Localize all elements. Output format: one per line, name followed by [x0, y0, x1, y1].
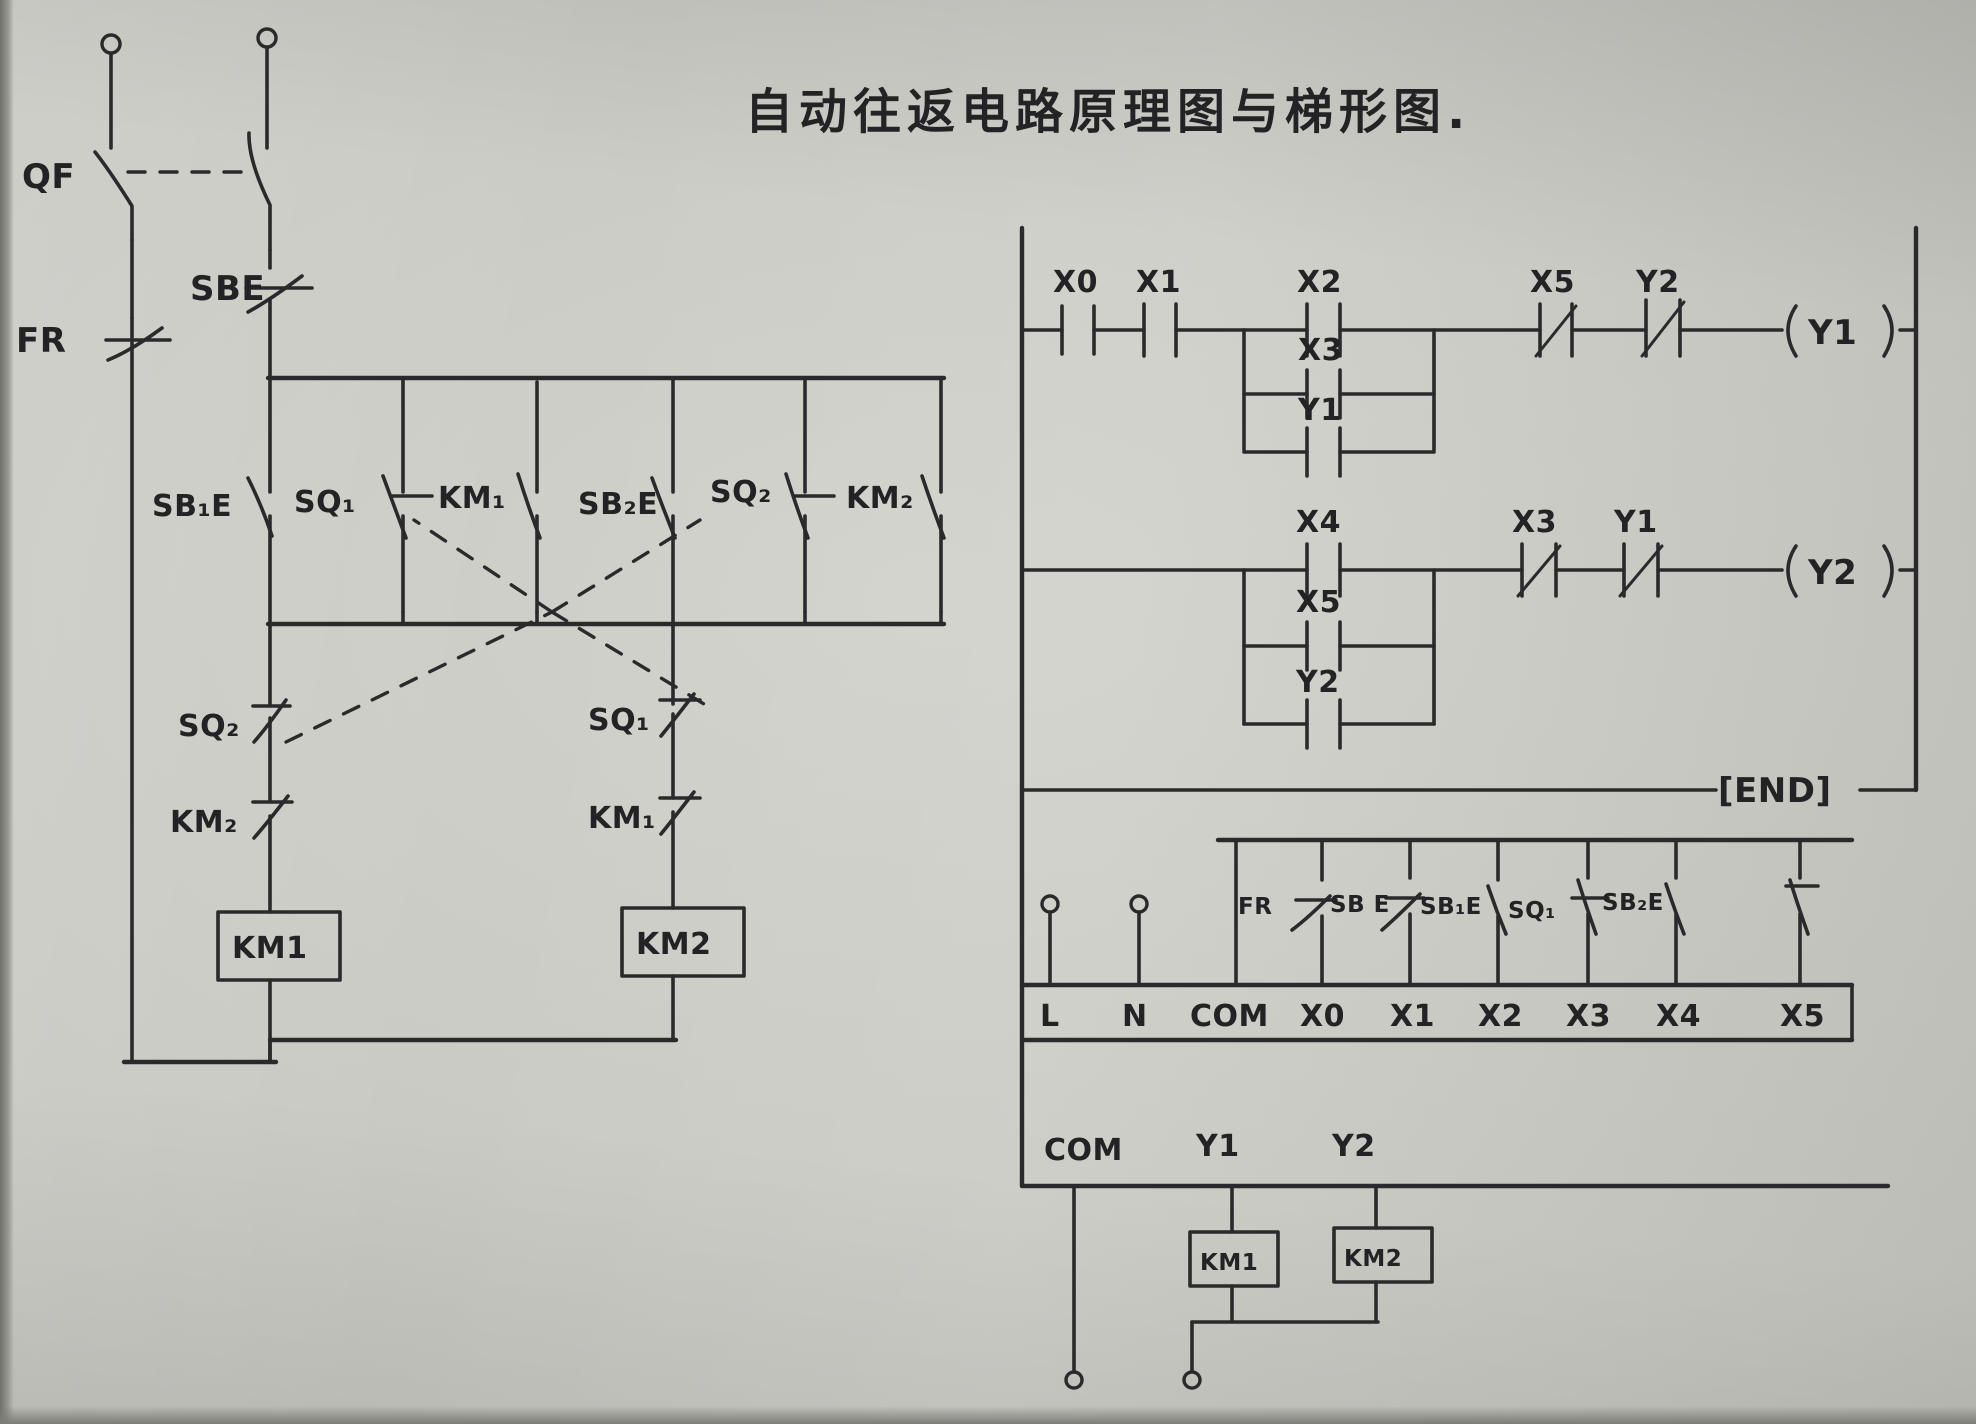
- rung2-branch-x5-label: X5: [1296, 585, 1341, 620]
- km1-contact-label: KM₁: [438, 481, 506, 516]
- rung1-y2-nc-slash: [1640, 300, 1686, 358]
- rung1-x5-nc-slash: [1534, 304, 1578, 358]
- sbe-wiring-label: SB E: [1330, 892, 1390, 918]
- sq2-nc-label: SQ₂: [178, 709, 240, 744]
- output-return-node: [1182, 1370, 1202, 1390]
- rung1-output-label: Y1: [1807, 313, 1857, 353]
- terminal-label-X1: X1: [1390, 999, 1435, 1034]
- output-com-node: [1064, 1370, 1084, 1390]
- terminal-label-L: L: [1040, 999, 1060, 1034]
- km2-coil-box: [620, 906, 746, 978]
- output-terminal-label-Y1: Y1: [1195, 1129, 1240, 1164]
- sb1e-wiring-label: SB₁E: [1420, 894, 1482, 920]
- km1-coil-box: [216, 910, 342, 982]
- end-label: [END]: [1718, 771, 1831, 811]
- fr-label: FR: [16, 321, 66, 361]
- output-terminal-label-COM: COM: [1044, 1133, 1123, 1168]
- plc-ladder-diagram: X0 X1 X2 X5 Y2 Y1: [1019, 225, 1919, 811]
- km1-coil-label: KM1: [232, 931, 307, 966]
- fr-contact-blade: [106, 326, 164, 362]
- sb2e-wiring-blade: [1664, 882, 1686, 936]
- km2-nc-label: KM₂: [170, 805, 238, 840]
- sb2e-label: SB₂E: [578, 487, 658, 522]
- plc-io-wiring: FR SB E SB₁E SQ₁ SB₂E L N COM X0 X1 X2 X…: [1019, 787, 1891, 1390]
- terminal-L-node: [1040, 894, 1060, 914]
- rung2-coil-right-paren: [1882, 544, 1894, 598]
- terminal-label-COM: COM: [1190, 999, 1269, 1034]
- rung1-x5-label: X5: [1530, 265, 1575, 300]
- terminal-label-X5: X5: [1780, 999, 1825, 1034]
- rung2-coil-left-paren: [1786, 544, 1798, 598]
- page-title: 自动往返电路原理图与梯形图.: [745, 84, 1471, 140]
- rung1-x0-label: X0: [1053, 265, 1098, 300]
- terminal-label-X2: X2: [1478, 999, 1523, 1034]
- rung2-x4-label: X4: [1296, 505, 1341, 540]
- km2-coil-label: KM2: [636, 927, 711, 962]
- fr-wiring-label: FR: [1238, 894, 1272, 920]
- sb1e-wiring-blade: [1486, 884, 1508, 936]
- sq2-contact-label: SQ₂: [710, 475, 772, 510]
- sq1-wiring-blade: [1576, 878, 1598, 936]
- sb1e-label: SB₁E: [152, 489, 232, 524]
- km1-nc-label: KM₁: [588, 801, 656, 836]
- sbe-contact-blade: [246, 274, 304, 314]
- sbe-label: SBE: [190, 269, 265, 309]
- rung1-branch-y1-label: Y1: [1297, 393, 1342, 428]
- sbe-wiring-blade: [1380, 892, 1422, 932]
- photo-bottom-edge: [0, 1406, 1976, 1424]
- supply-terminal-left: [100, 33, 122, 55]
- km1-nc-blade: [659, 790, 696, 836]
- interlock-dash-a: [284, 610, 554, 744]
- rung1-y2-label: Y2: [1635, 265, 1680, 300]
- sb2e-wiring-label: SB₂E: [1602, 890, 1664, 916]
- km2-output-label: KM2: [1344, 1246, 1402, 1272]
- rung2-x3-label: X3: [1512, 505, 1557, 540]
- rung1-x1-label: X1: [1136, 265, 1181, 300]
- rung2-branch-y2-label: Y2: [1295, 665, 1340, 700]
- terminal-label-X4: X4: [1656, 999, 1701, 1034]
- terminal-N-node: [1129, 894, 1149, 914]
- rung2-y1-label: Y1: [1613, 505, 1658, 540]
- sq1-label: SQ₁: [294, 485, 356, 520]
- terminal-label-N: N: [1122, 999, 1148, 1034]
- km1-output-box: [1188, 1230, 1280, 1288]
- km2-output-box: [1332, 1226, 1434, 1284]
- km2-contact-label: KM₂: [846, 481, 914, 516]
- qf-label: QF: [22, 157, 75, 197]
- rung2-y1-nc-slash: [1618, 544, 1664, 598]
- sq1-nc-label: SQ₁: [588, 703, 650, 738]
- rung1-coil-left-paren: [1786, 304, 1798, 358]
- qf-blade-right: [247, 131, 272, 252]
- rung1-branch-x3-label: X3: [1298, 333, 1343, 368]
- sq1-wiring-label: SQ₁: [1508, 898, 1556, 924]
- terminal-label-X3: X3: [1566, 999, 1611, 1034]
- output-terminal-label-Y2: Y2: [1331, 1129, 1376, 1164]
- interlock-dash-a2: [550, 518, 702, 614]
- rung1-coil-right-paren: [1882, 304, 1894, 358]
- supply-terminal-right: [256, 27, 278, 49]
- rung2-output-label: Y2: [1807, 553, 1857, 593]
- rung1-x2-label: X2: [1297, 265, 1342, 300]
- km1-output-label: KM1: [1200, 1250, 1258, 1276]
- qf-blade-left: [93, 150, 134, 242]
- sq1-nc-blade: [659, 692, 696, 738]
- terminal-label-X0: X0: [1300, 999, 1345, 1034]
- control-circuit-schematic: QF FR SBE SB₁E SQ₁ KM₁: [16, 27, 947, 1065]
- photo-left-edge: [0, 0, 14, 1424]
- interlock-dash-c: [412, 518, 554, 614]
- fr-wiring-blade: [1290, 894, 1332, 932]
- rung2-x3-nc-slash: [1516, 544, 1562, 598]
